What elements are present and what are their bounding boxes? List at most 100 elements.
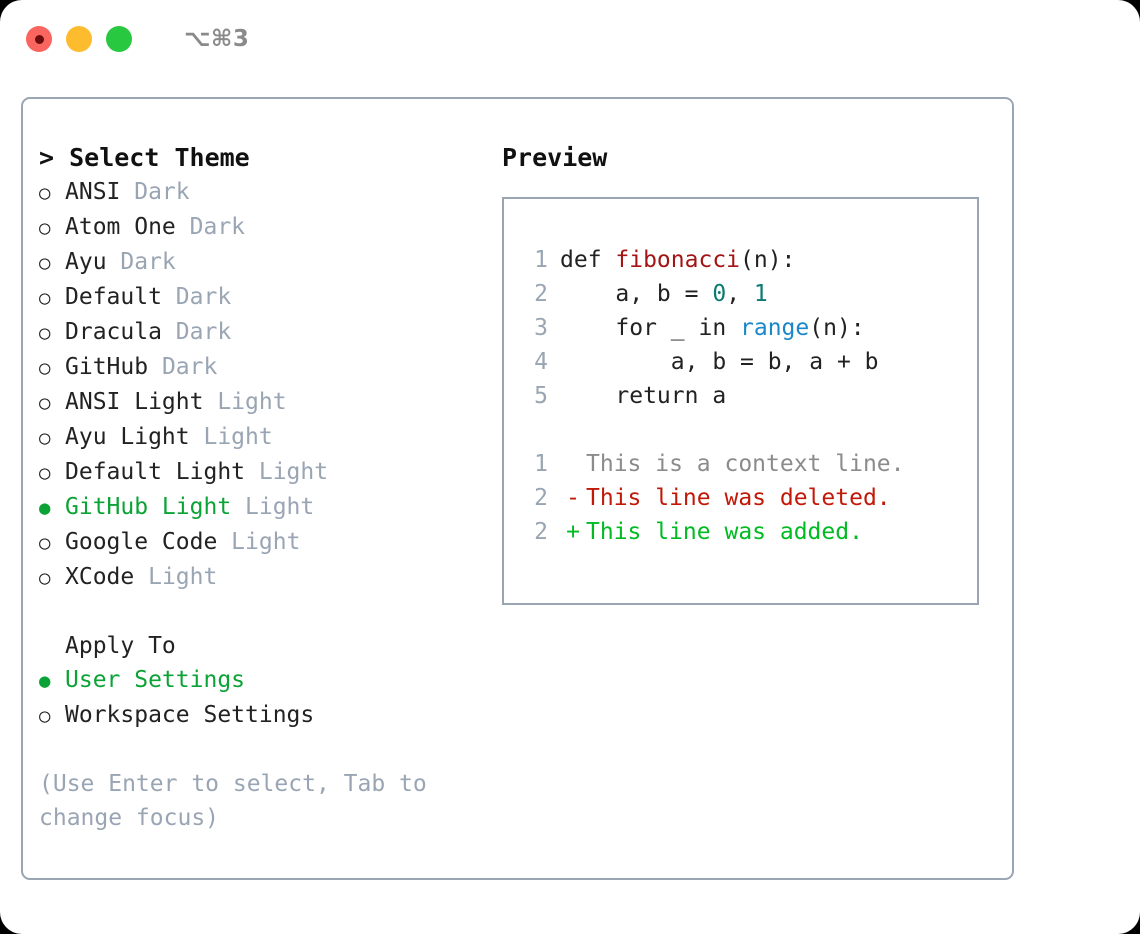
code-line: 4 a, b = b, a + b (522, 345, 977, 379)
line-number: 2 (534, 485, 548, 511)
section-spacer (39, 595, 489, 629)
theme-option-ayu-light[interactable]: ○ Ayu Light Light (39, 420, 489, 455)
code-token: for _ in (560, 315, 741, 341)
theme-option-variant: Light (203, 389, 287, 415)
code-token: (n): (740, 247, 796, 273)
theme-option-label: GitHub (65, 354, 149, 380)
theme-option-label: Ayu (65, 249, 107, 275)
close-button[interactable] (26, 26, 52, 52)
line-number: 2 (534, 519, 548, 545)
code-token: return a (560, 383, 727, 409)
line-number: 1 (534, 451, 548, 477)
theme-option-variant: Dark (175, 214, 246, 240)
radio-unselected-icon: ○ (39, 427, 51, 449)
keyboard-shortcut-label: ⌥⌘3 (184, 26, 250, 52)
theme-option-variant: Light (189, 424, 273, 450)
theme-option-label: Dracula (65, 319, 162, 345)
radio-selected-icon: ● (39, 497, 51, 519)
apply-to-option-user-settings[interactable]: ● User Settings (39, 663, 489, 698)
theme-option-ansi[interactable]: ○ANSI Dark (39, 175, 489, 210)
diff-sample: 1 This is a context line.2-This line was… (522, 447, 977, 549)
keyboard-hint: (Use Enter to select, Tab to change focu… (39, 771, 441, 831)
preview-title: Preview (502, 143, 608, 172)
theme-option-default-light[interactable]: ○Default Light Light (39, 455, 489, 490)
diff-line: 2 +This line was added. (522, 515, 977, 549)
line-number: 2 (534, 281, 548, 307)
theme-option-label: Atom One (65, 214, 176, 240)
theme-option-variant: Light (217, 529, 301, 555)
code-content: return a (560, 379, 726, 413)
window-controls (26, 26, 132, 52)
recording-indicator-icon (34, 34, 44, 44)
diff-marker (560, 447, 586, 481)
code-line: 5 return a (522, 379, 977, 413)
line-number: 1 (534, 247, 548, 273)
page-title: > Select Theme (39, 143, 250, 172)
theme-option-label: Default Light (65, 459, 246, 485)
theme-option-atom-one[interactable]: ○ Atom One Dark (39, 210, 489, 245)
zoom-button[interactable] (106, 26, 132, 52)
apply-to-option-label: Workspace Settings (65, 702, 315, 728)
theme-option-variant: Dark (161, 319, 232, 345)
radio-unselected-icon: ○ (39, 217, 51, 239)
code-line: 3 for _ in range(n): (522, 311, 977, 345)
theme-option-variant: Light (231, 494, 315, 520)
radio-unselected-icon: ○ (39, 532, 51, 554)
diff-line: 1 This is a context line. (522, 447, 977, 481)
minimize-button[interactable] (66, 26, 92, 52)
code-token: fibonacci (615, 247, 741, 273)
code-token: 1 (753, 281, 768, 307)
line-number: 3 (534, 315, 548, 341)
theme-option-variant: Dark (120, 179, 190, 205)
theme-option-variant: Dark (148, 354, 218, 380)
theme-option-label: ANSI Light (65, 389, 204, 415)
code-line: 2 a, b = 0, 1 (522, 277, 977, 311)
diff-text: This line was added. (586, 519, 863, 545)
theme-option-label: XCode (65, 564, 135, 590)
theme-option-default[interactable]: ○Default Dark (39, 280, 489, 315)
diff-line: 2-This line was deleted. (522, 481, 977, 515)
line-number: 4 (534, 349, 548, 375)
theme-option-variant: Light (134, 564, 218, 590)
code-content: def fibonacci(n): (560, 243, 795, 277)
theme-option-dracula[interactable]: ○ Dracula Dark (39, 315, 489, 350)
theme-option-google-code[interactable]: ○ Google Code Light (39, 525, 489, 560)
code-token: , (726, 281, 754, 307)
line-number: 5 (534, 383, 548, 409)
radio-unselected-icon: ○ (39, 182, 51, 204)
diff-marker: - (566, 485, 580, 511)
theme-option-github-light[interactable]: ● GitHub Light Light (39, 490, 489, 525)
theme-option-variant: Dark (161, 284, 232, 310)
theme-picker-pane: > Select Theme ○ANSI Dark○Atom One Dark○… (39, 141, 489, 835)
theme-option-xcode[interactable]: ○ XCode Light (39, 560, 489, 595)
theme-option-list: ○ANSI Dark○Atom One Dark○Ayu Dark○Defaul… (39, 175, 489, 595)
apply-to-option-workspace-settings[interactable]: ○Workspace Settings (39, 698, 489, 733)
theme-option-ansi-light[interactable]: ○ ANSI Light Light (39, 385, 489, 420)
radio-unselected-icon: ○ (39, 567, 51, 589)
code-token: (n): (809, 315, 865, 341)
theme-option-github[interactable]: ○ GitHub Dark (39, 350, 489, 385)
radio-unselected-icon: ○ (39, 357, 51, 379)
theme-option-ayu[interactable]: ○ Ayu Dark (39, 245, 489, 280)
theme-option-label: Google Code (65, 529, 218, 555)
apply-to-option-label: User Settings (65, 667, 246, 693)
radio-unselected-icon: ○ (39, 392, 51, 414)
theme-option-variant: Dark (106, 249, 176, 275)
theme-option-variant: Light (245, 459, 329, 485)
radio-selected-icon: ● (39, 670, 51, 692)
theme-option-label: GitHub Light (65, 494, 232, 520)
diff-text: This is a context line. (586, 451, 905, 477)
radio-unselected-icon: ○ (39, 252, 51, 274)
radio-unselected-icon: ○ (39, 322, 51, 344)
code-token: a, b = (560, 281, 713, 307)
main-card: > Select Theme ○ANSI Dark○Atom One Dark○… (21, 97, 1014, 880)
diff-text: This line was deleted. (586, 485, 891, 511)
code-diff-spacer (522, 413, 977, 447)
theme-option-label: Ayu Light (65, 424, 190, 450)
diff-marker: + (566, 519, 580, 545)
code-token: a, b = b, a + b (560, 349, 879, 375)
